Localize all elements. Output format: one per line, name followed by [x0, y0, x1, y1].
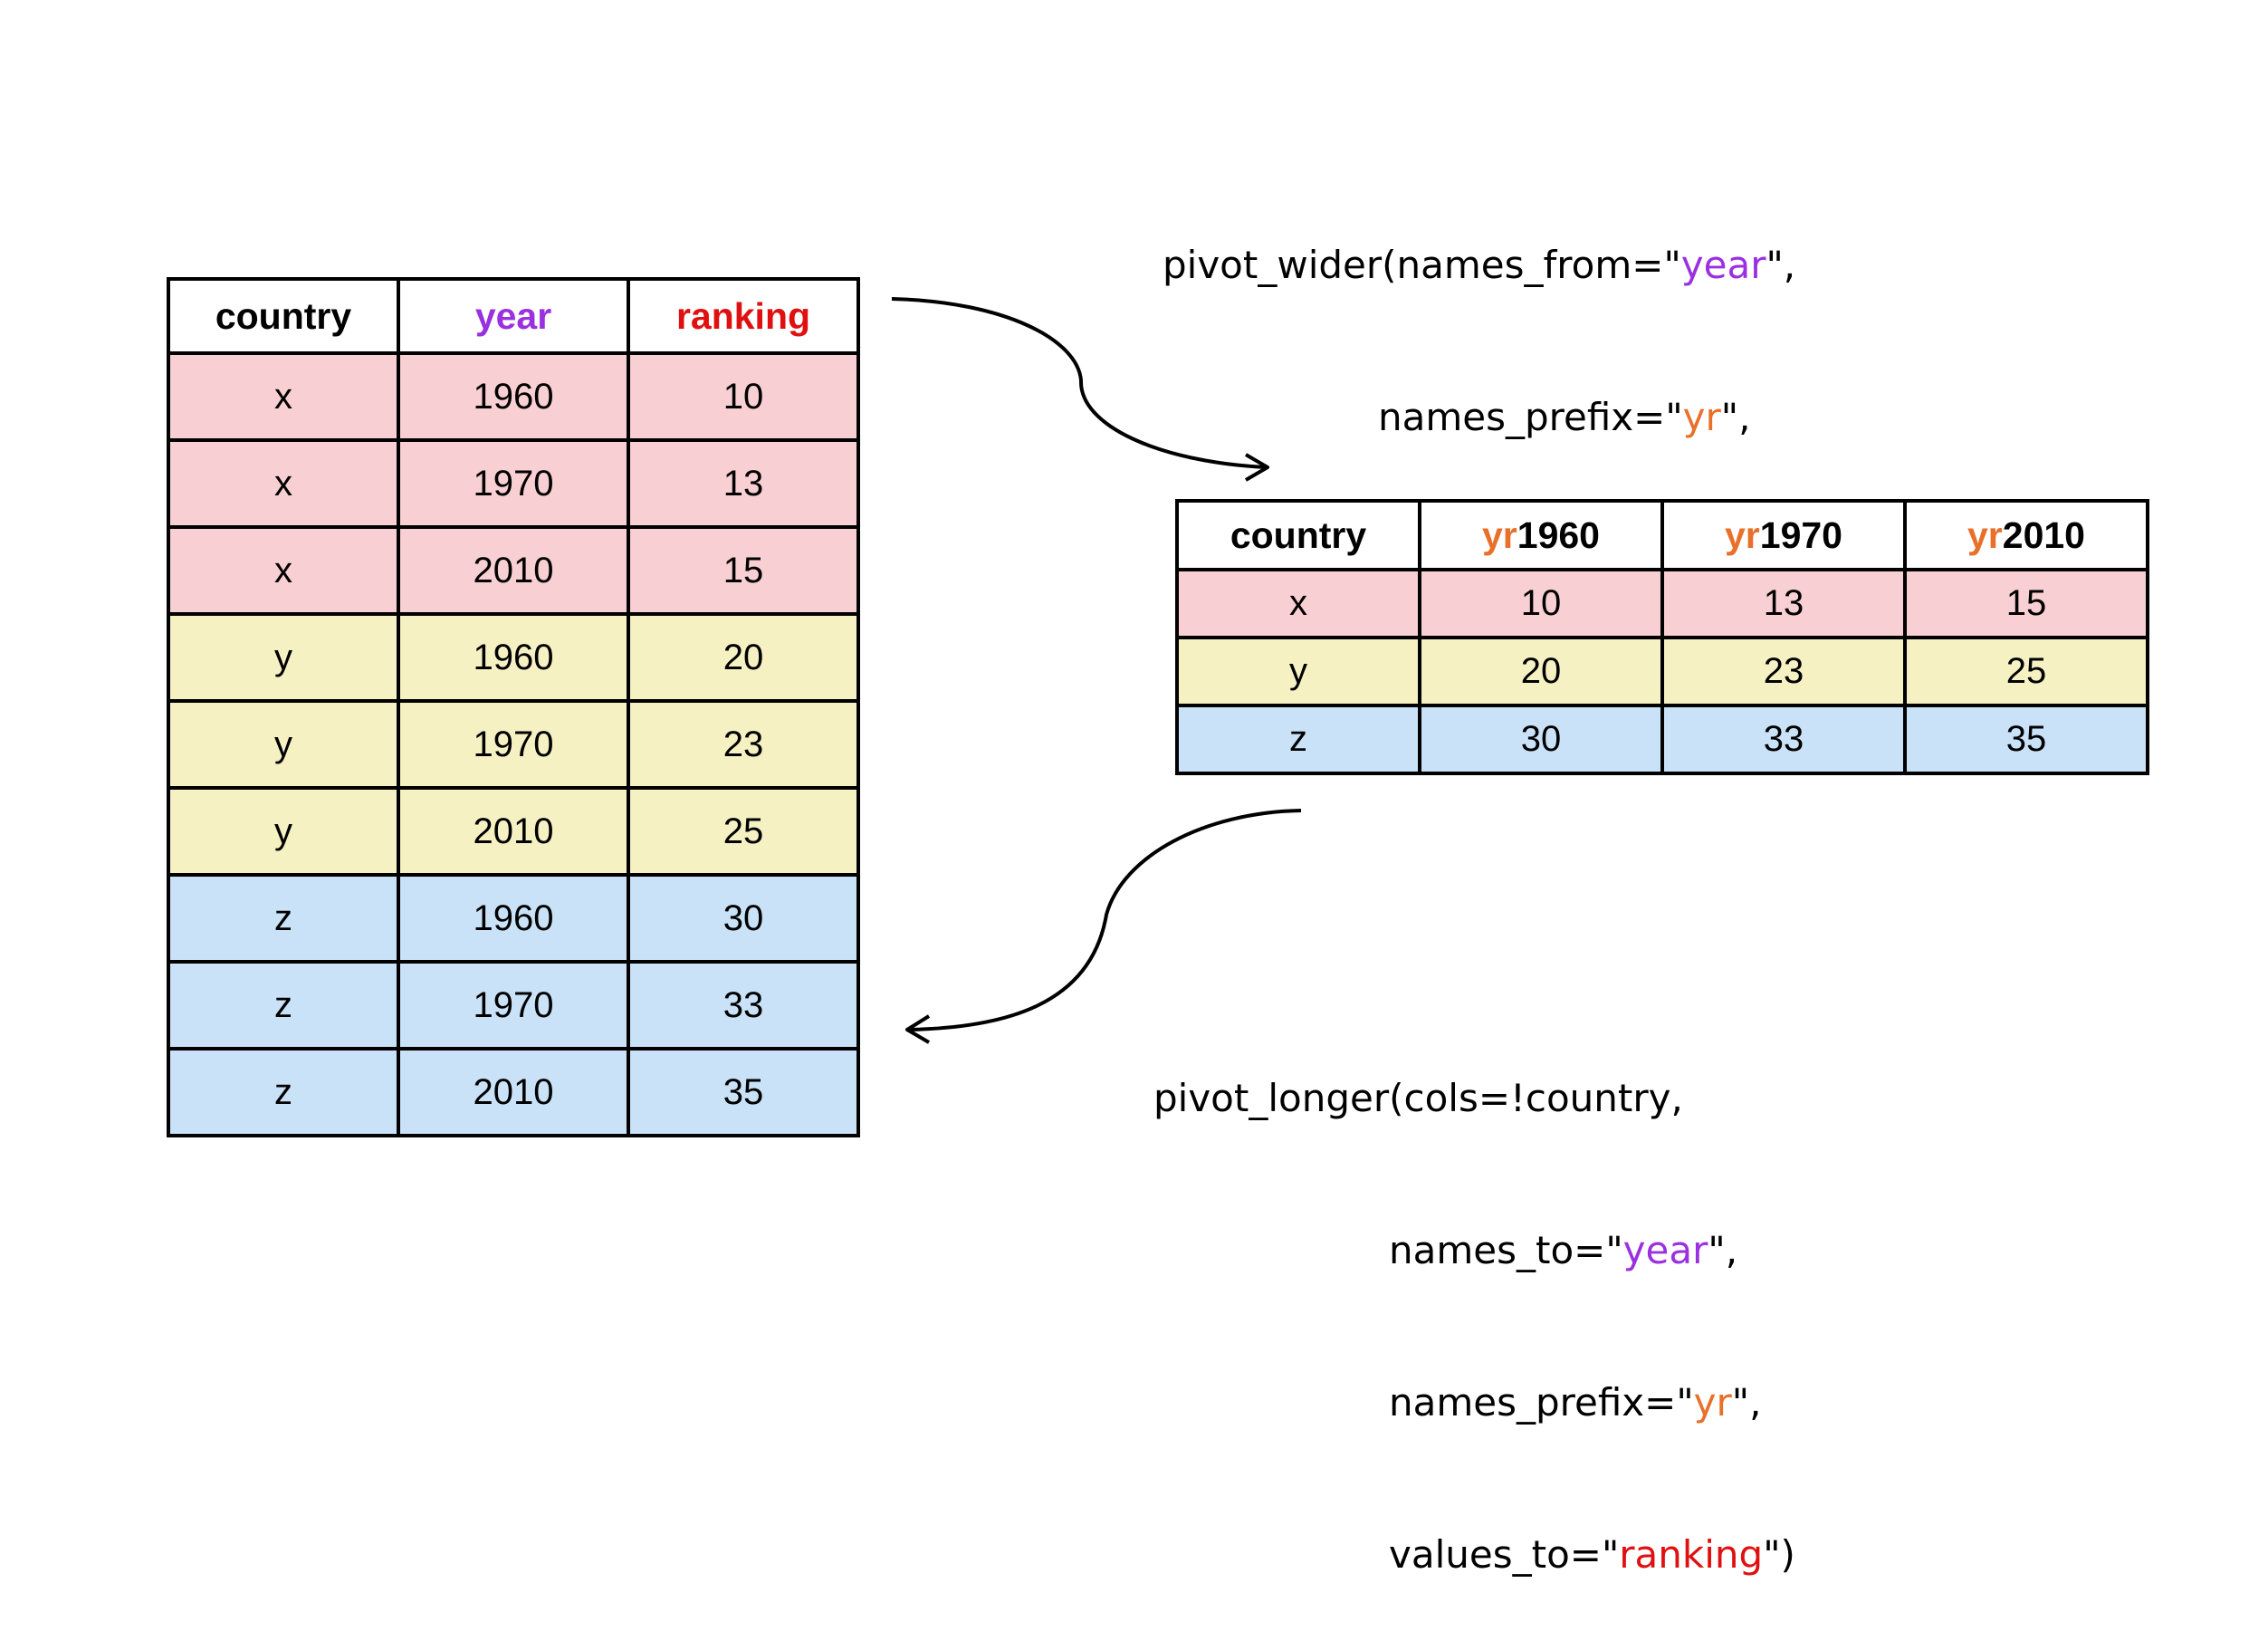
table-cell: 20	[1418, 636, 1664, 707]
code-text: names_prefix="	[1378, 395, 1683, 439]
code-year-arg: year	[1622, 1228, 1708, 1272]
table-cell: 25	[1903, 636, 2149, 707]
code-line: values_to="ranking")	[1153, 1530, 1795, 1580]
table-cell: 35	[627, 1047, 860, 1137]
header-prefix: yr	[1725, 513, 1760, 556]
table-cell: x	[167, 525, 400, 616]
pivot-longer-arrowhead	[905, 1014, 931, 1044]
table-cell: 15	[1903, 568, 2149, 639]
arrows-layer	[891, 297, 1302, 1044]
table-cell: z	[167, 873, 400, 964]
pivot-longer-arrow	[907, 809, 1302, 1031]
table-cell: 33	[627, 960, 860, 1051]
table-cell: 1970	[397, 699, 630, 790]
table-cell: 2010	[397, 525, 630, 616]
code-text: names_to="	[1389, 1228, 1623, 1272]
wide-header-year-col: yr1970	[1660, 499, 1907, 571]
long-header-country: country	[167, 277, 400, 355]
code-ranking-arg: ranking	[1619, 1532, 1764, 1577]
code-text: pivot_wider(names_from="	[1163, 243, 1681, 287]
table-cell: 30	[627, 873, 860, 964]
code-text: ",	[1766, 243, 1796, 287]
table-cell: z	[1175, 704, 1421, 775]
code-text: pivot_longer(cols=!country,	[1153, 1076, 1683, 1120]
table-cell: 1970	[397, 438, 630, 529]
table-cell: 13	[627, 438, 860, 529]
table-cell: 13	[1660, 568, 1907, 639]
table-cell: z	[167, 960, 400, 1051]
table-cell: 20	[627, 612, 860, 703]
code-prefix-arg: yr	[1693, 1380, 1732, 1425]
code-line: pivot_longer(cols=!country,	[1153, 1073, 1795, 1124]
table-cell: 25	[627, 786, 860, 877]
wide-header-year-col: yr2010	[1903, 499, 2149, 571]
table-cell: y	[167, 786, 400, 877]
code-text: names_prefix="	[1389, 1380, 1694, 1425]
header-year: 1970	[1759, 513, 1842, 556]
table-cell: 15	[627, 525, 860, 616]
table-cell: 23	[627, 699, 860, 790]
table-cell: 10	[627, 351, 860, 442]
code-year-arg: year	[1680, 243, 1766, 287]
code-text: ",	[1731, 1380, 1762, 1425]
pivot-wider-arrowhead	[1244, 453, 1269, 482]
header-prefix: yr	[1967, 513, 2003, 556]
table-cell: z	[167, 1047, 400, 1137]
table-cell: y	[167, 612, 400, 703]
table-cell: 1960	[397, 873, 630, 964]
code-prefix-arg: yr	[1682, 395, 1721, 439]
table-cell: 35	[1903, 704, 2149, 775]
table-cell: 23	[1660, 636, 1907, 707]
code-line: names_prefix="yr",	[1163, 392, 1834, 443]
long-table-header-row: country year ranking	[167, 277, 860, 355]
pivot-wider-arrow	[891, 297, 1267, 469]
table-cell: y	[167, 699, 400, 790]
code-text: values_to="	[1389, 1532, 1620, 1577]
header-prefix: yr	[1482, 513, 1517, 556]
wide-header-country: country	[1175, 499, 1421, 571]
table-cell: x	[167, 438, 400, 529]
header-year: 1960	[1517, 513, 1600, 556]
long-header-ranking: ranking	[627, 277, 860, 355]
code-line: names_prefix="yr",	[1153, 1377, 1795, 1428]
table-cell: 10	[1418, 568, 1664, 639]
code-text: ",	[1720, 395, 1751, 439]
code-text: ")	[1763, 1532, 1795, 1577]
long-header-year: year	[397, 277, 630, 355]
header-year: 2010	[2002, 513, 2085, 556]
table-cell: 30	[1418, 704, 1664, 775]
pivot-longer-code: pivot_longer(cols=!country, names_to="ye…	[1153, 972, 1795, 1631]
code-line: pivot_wider(names_from="year",	[1163, 240, 1834, 291]
table-cell: x	[1175, 568, 1421, 639]
code-line: names_to="year",	[1153, 1225, 1795, 1276]
table-cell: x	[167, 351, 400, 442]
table-cell: 1960	[397, 612, 630, 703]
wide-table-header-row: country yr1960 yr1970 yr2010	[1175, 499, 2149, 571]
table-cell: 1970	[397, 960, 630, 1051]
table-cell: 33	[1660, 704, 1907, 775]
code-text: ",	[1708, 1228, 1738, 1272]
wide-header-year-col: yr1960	[1418, 499, 1664, 571]
table-cell: 1960	[397, 351, 630, 442]
table-cell: 2010	[397, 1047, 630, 1137]
table-cell: y	[1175, 636, 1421, 707]
table-cell: 2010	[397, 786, 630, 877]
